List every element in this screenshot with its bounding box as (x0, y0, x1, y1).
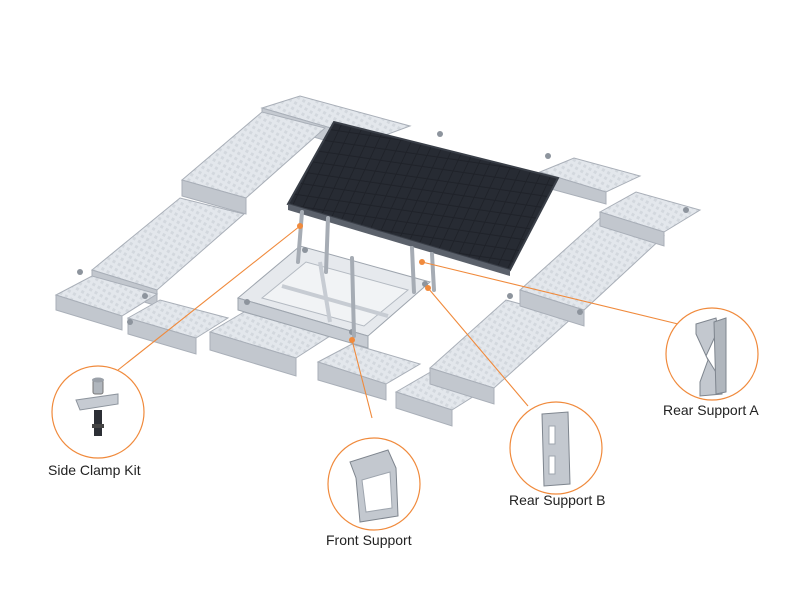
float-left-3 (54, 275, 159, 331)
front-support-label: Front Support (326, 532, 412, 548)
callout-front-support (327, 437, 421, 531)
leader-anchor-dots (297, 223, 431, 343)
bolt-heads (77, 131, 689, 335)
float-front-1 (126, 299, 230, 355)
front-support-icon (349, 449, 399, 523)
rear-support-a-icon (695, 317, 727, 397)
rear-support-b-icon (541, 411, 571, 487)
pontoon-frame (54, 95, 702, 427)
float-left-1 (180, 111, 327, 215)
rear-support-a-label: Rear Support A (663, 402, 759, 418)
rear-support-b-label: Rear Support B (509, 492, 606, 508)
side-clamp-icon (75, 377, 119, 436)
callout-rear-support-b (509, 401, 603, 495)
float-front-3 (316, 343, 422, 401)
callout-side-clamp (51, 365, 145, 459)
side-clamp-kit-label: Side Clamp Kit (48, 462, 141, 478)
callout-rear-support-a (665, 307, 759, 401)
inner-base-tray (236, 245, 432, 349)
leader-lines (117, 225, 679, 419)
support-legs (296, 210, 436, 338)
solar-panel (286, 120, 560, 276)
float-right-3 (598, 191, 702, 247)
